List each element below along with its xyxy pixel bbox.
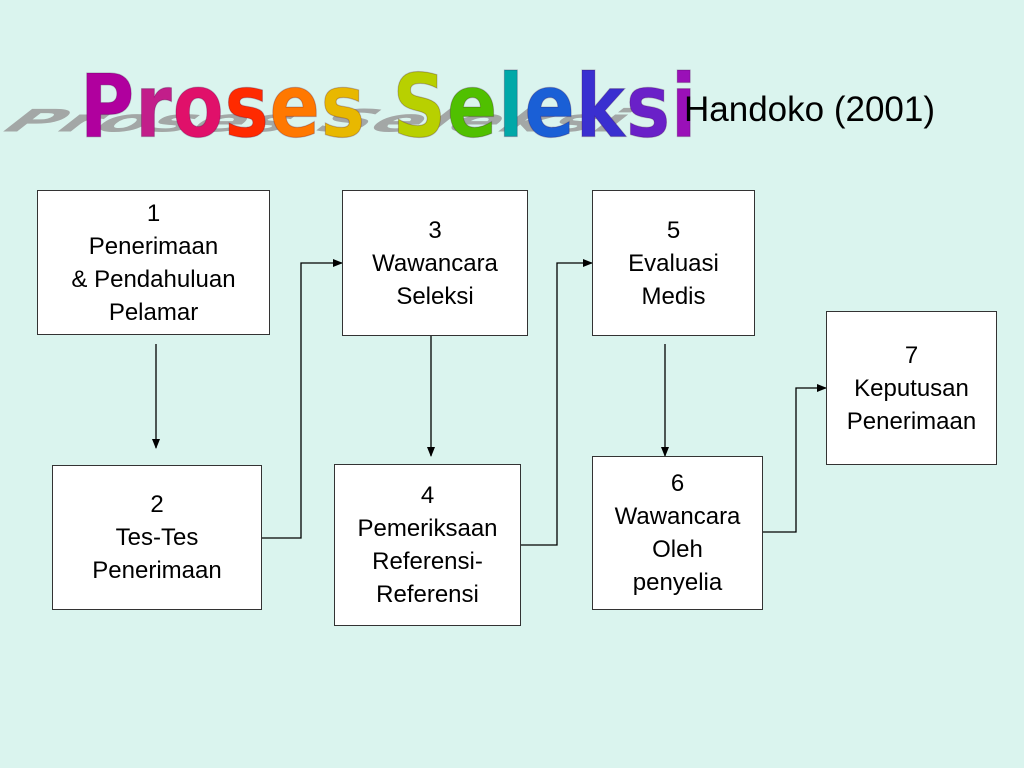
title-wordart: Proses Seleksi Proses Seleksi xyxy=(0,50,697,160)
step-2-tes-penerimaan: 2 Tes-Tes Penerimaan xyxy=(52,465,262,610)
step-4-pemeriksaan-referensi: 4 Pemeriksaan Referensi- Referensi xyxy=(334,464,521,626)
step-label-line: Pelamar xyxy=(108,298,199,326)
title-letter: o xyxy=(172,56,225,159)
step-number: 7 xyxy=(904,341,919,369)
title-letter: s xyxy=(224,56,270,159)
title-letter: e xyxy=(269,56,321,159)
connector-6-to-7 xyxy=(762,384,827,533)
step-label-line: Penerimaan xyxy=(92,557,222,584)
connector-2-to-3 xyxy=(262,259,343,539)
title-letter: k xyxy=(575,56,626,159)
title-letter: S xyxy=(392,56,447,159)
step-label-line: Referensi- xyxy=(372,548,483,575)
step-label-line: Evaluasi xyxy=(628,249,719,277)
step-label-line: Referensi xyxy=(376,581,479,608)
step-7-keputusan-penerimaan: 7 Keputusan Penerimaan xyxy=(826,311,997,465)
step-label-line: Medis xyxy=(641,282,706,310)
step-number: 5 xyxy=(666,216,681,244)
title-letter: e xyxy=(524,56,576,159)
step-3-wawancara-seleksi: 3 Wawancara Seleksi xyxy=(342,190,528,336)
step-number: 2 xyxy=(150,491,164,518)
step-6-wawancara-penyelia: 6 Wawancara Oleh penyelia xyxy=(592,456,763,610)
step-number: 3 xyxy=(428,216,442,244)
title-letter: r xyxy=(135,56,173,159)
step-label-line: Keputusan xyxy=(854,374,969,402)
author-citation: Handoko (2001) xyxy=(684,90,935,129)
title-letter: P xyxy=(79,56,136,159)
connector-4-to-5 xyxy=(520,259,593,546)
title-letter: i xyxy=(670,56,698,159)
step-label-line: Penerimaan xyxy=(846,407,977,435)
step-label-line: & Pendahuluan xyxy=(71,265,236,293)
step-label-line: Penerimaan xyxy=(88,232,219,260)
step-label-line: Seleksi xyxy=(396,282,474,310)
step-label-line: Wawancara xyxy=(372,249,498,277)
step-label-line: Pemeriksaan xyxy=(357,515,498,542)
title-letter: s xyxy=(320,56,366,159)
step-label-line: Wawancara xyxy=(614,503,741,530)
title-letter: s xyxy=(625,56,671,159)
step-number: 4 xyxy=(420,482,435,509)
step-number: 6 xyxy=(670,470,685,497)
step-1-penerimaan-pendahuluan: 1 Penerimaan & Pendahuluan Pelamar xyxy=(37,190,270,335)
step-5-evaluasi-medis: 5 Evaluasi Medis xyxy=(592,190,755,336)
step-label-line: Tes-Tes xyxy=(115,524,199,551)
step-number: 1 xyxy=(146,199,161,227)
title-letter: e xyxy=(446,56,499,159)
slide-title: Proses Seleksi xyxy=(79,54,698,160)
step-label-line: penyelia xyxy=(632,569,723,596)
step-label-line: Oleh xyxy=(652,536,703,563)
title-letter: l xyxy=(498,56,525,159)
